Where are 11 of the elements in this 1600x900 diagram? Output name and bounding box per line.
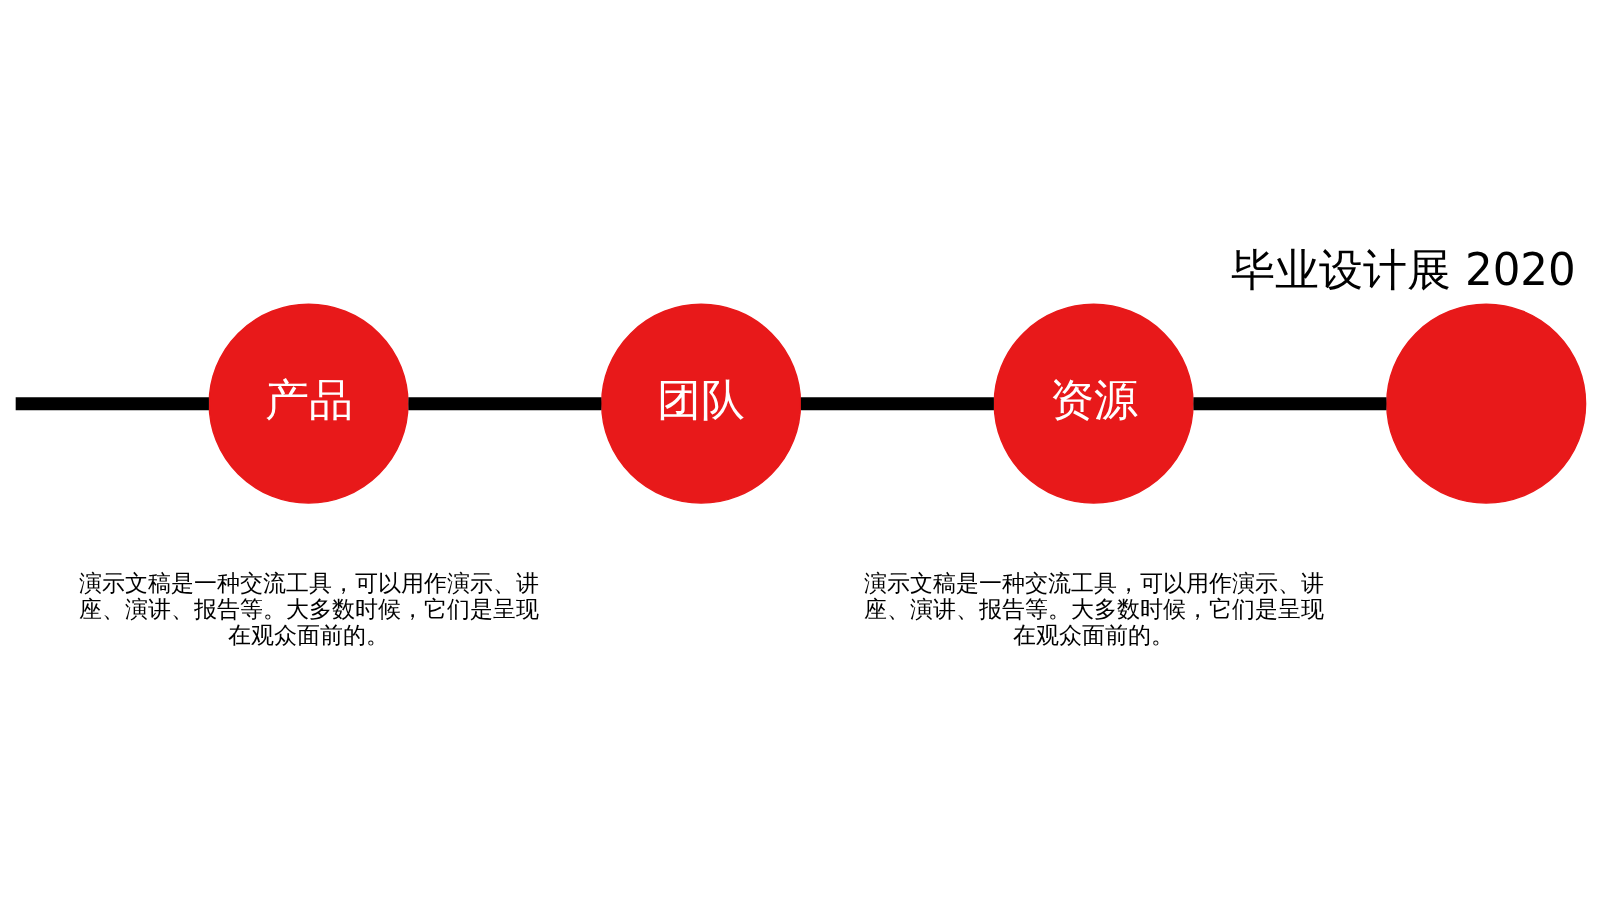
connector <box>408 396 602 410</box>
label: 演示文稿是一种交流工具，可以用作演示、讲座、演讲、报告等。大多数时候，它们是呈现在观众面前的。 <box>863 568 1324 648</box>
node-circle <box>1386 303 1587 504</box>
connector <box>15 396 209 410</box>
node-circle: 团队 <box>601 303 802 504</box>
node-circle: 资源 <box>993 303 1194 504</box>
connector <box>800 396 994 410</box>
connector <box>1193 396 1387 410</box>
label: 演示文稿是一种交流工具，可以用作演示、讲座、演讲、报告等。大多数时候，它们是呈现在观众面前的。 <box>78 568 539 648</box>
diagram-title: 毕业设计展 2020 <box>1231 244 1576 295</box>
node-circle: 产品 <box>208 303 409 504</box>
